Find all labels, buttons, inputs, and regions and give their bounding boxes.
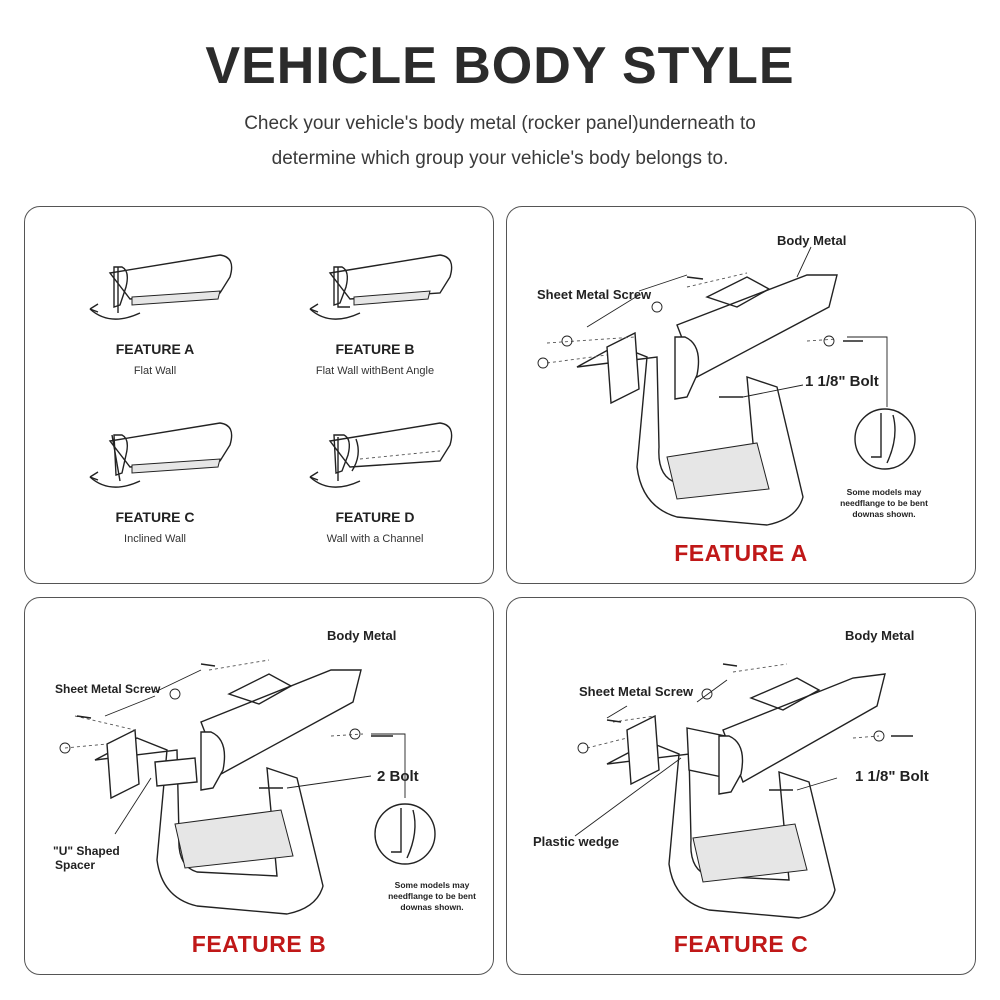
feature-c-exploded-diagram xyxy=(574,663,913,919)
body-metal-label-c: Body Metal xyxy=(845,628,915,643)
feature-b-cell: FEATURE B Flat Wall withBent Angle xyxy=(275,247,475,377)
flange-detail-circle xyxy=(854,408,916,470)
bolt-label-c: 1 1/8" Bolt xyxy=(855,768,929,785)
flat-wall-profile-icon xyxy=(89,254,233,320)
u-spacer xyxy=(154,757,198,787)
feature-c-label: FEATURE C xyxy=(673,931,809,957)
channel-wall-profile-icon xyxy=(309,422,453,488)
feature-a-label: FEATURE A xyxy=(674,540,808,566)
page-title: VEHICLE BODY STYLE xyxy=(205,37,795,95)
features-overview-panel: FEATURE A Flat Wall FEATURE B Flat Wall … xyxy=(24,206,494,584)
feature-c-name: FEATURE C xyxy=(115,509,195,525)
body-metal-label-a: Body Metal xyxy=(777,233,847,248)
feature-a-install-panel: Body Metal Sheet Metal Screw 1 1/8" Bolt… xyxy=(506,206,976,584)
subtitle-line-1: Check your vehicle's body metal (rocker … xyxy=(244,113,756,134)
feature-b-label: FEATURE B xyxy=(191,931,327,957)
bent-angle-profile-icon xyxy=(309,254,453,320)
sheet-metal-screw-label-a: Sheet Metal Screw xyxy=(537,287,652,302)
feature-b-desc: Flat Wall withBent Angle xyxy=(315,365,435,377)
bolt-label-b: 2 Bolt xyxy=(377,768,419,785)
feature-c-install-panel: Body Metal Sheet Metal Screw 1 1/8" Bolt… xyxy=(506,597,976,975)
feature-a-exploded-diagram xyxy=(537,246,916,526)
u-spacer-label-line2: Spacer xyxy=(55,858,96,872)
feature-d-desc: Wall with a Channel xyxy=(326,533,424,545)
feature-c-desc: Inclined Wall xyxy=(124,533,186,545)
feature-a-name: FEATURE A xyxy=(115,341,195,357)
inclined-wall-profile-icon xyxy=(89,422,233,488)
feature-b-name: FEATURE B xyxy=(335,341,415,357)
flange-note-b: Some models may needflange to be bent do… xyxy=(388,880,476,912)
step-tread-pad xyxy=(666,442,770,500)
feature-a-cell: FEATURE A Flat Wall xyxy=(55,247,255,377)
feature-d-cell: FEATURE D Wall with a Channel xyxy=(275,415,475,545)
bolt-label-a: 1 1/8" Bolt xyxy=(805,373,879,390)
feature-b-exploded-diagram xyxy=(59,659,436,915)
mounting-bracket xyxy=(606,331,640,405)
sheet-metal-screw-label-b: Sheet Metal Screw xyxy=(55,682,161,696)
feature-d-name: FEATURE D xyxy=(335,509,415,525)
body-metal-rail xyxy=(676,274,838,378)
plastic-wedge-label: Plastic wedge xyxy=(533,834,619,849)
feature-a-desc: Flat Wall xyxy=(133,365,177,377)
feature-c-cell: FEATURE C Inclined Wall xyxy=(55,415,255,545)
feature-b-install-panel: Body Metal Sheet Metal Screw 2 Bolt "U" … xyxy=(24,597,494,975)
sheet-metal-screw-label-c: Sheet Metal Screw xyxy=(579,684,694,699)
flange-note-a: Some models may needflange to be bent do… xyxy=(840,487,928,519)
u-spacer-label-line1: "U" Shaped xyxy=(53,844,120,858)
body-metal-label-b: Body Metal xyxy=(327,628,397,643)
subtitle-line-2: determine which group your vehicle's bod… xyxy=(271,148,729,169)
